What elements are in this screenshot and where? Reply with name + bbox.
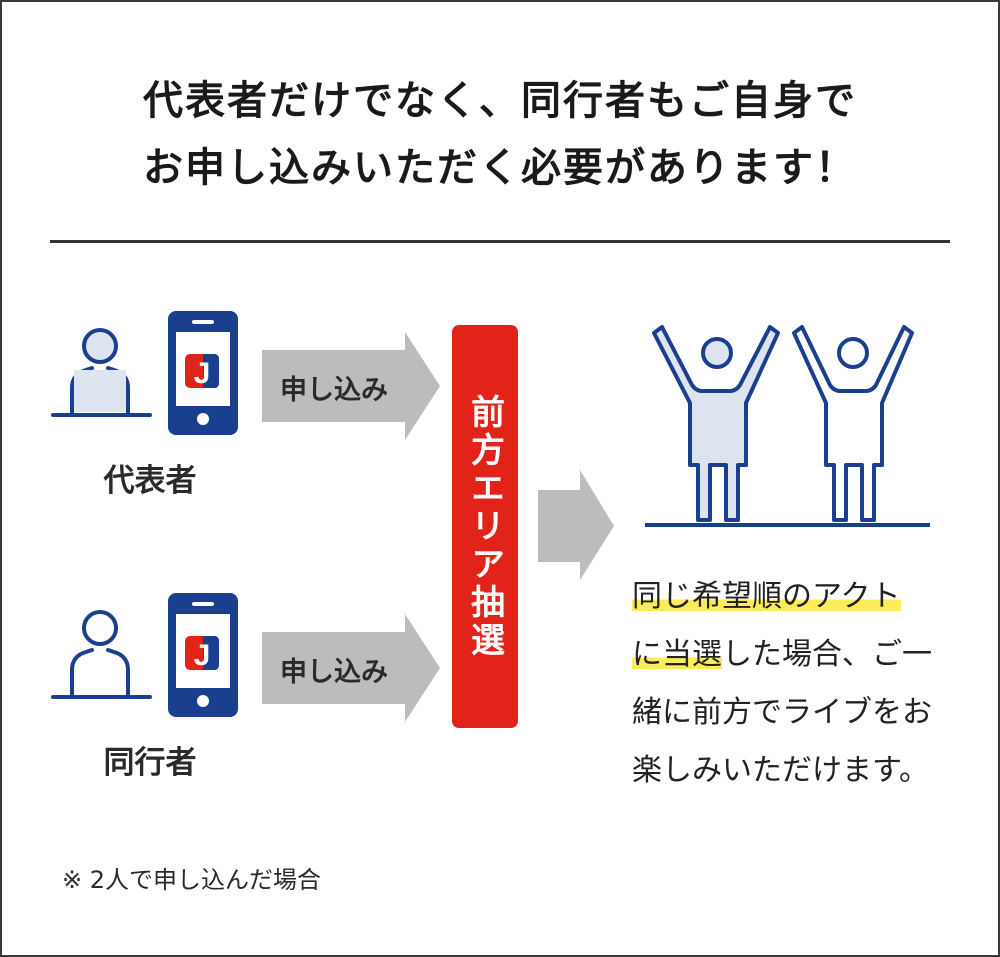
app-logo-j: J xyxy=(194,357,211,390)
app-logo-j: J xyxy=(194,639,211,672)
representative-label: 代表者 xyxy=(103,463,197,499)
result-description: 同じ希望順のアクト に当選した場合、ご一 緒に前方でライブをお 楽しみいただけま… xyxy=(632,568,962,800)
person-icon xyxy=(51,610,152,699)
arrow-right-icon xyxy=(262,332,440,440)
big-arrow-right-icon xyxy=(538,470,614,580)
arrow-right-icon xyxy=(262,614,440,722)
highlight-text-2: に当選 xyxy=(632,637,722,672)
description-text-4: 楽しみいただけます。 xyxy=(632,753,929,788)
headline-line-1: 代表者だけでなく、同行者もご自身で xyxy=(143,78,857,124)
footnote: ※ 2人で申し込んだ場合 xyxy=(62,866,322,894)
lottery-box: 前方エリア抽選 xyxy=(452,325,518,728)
apply-arrow-label: 申し込み xyxy=(280,657,388,688)
celebrating-people-icon xyxy=(645,325,930,527)
apply-arrow-label: 申し込み xyxy=(280,375,388,406)
companion-label: 同行者 xyxy=(103,745,197,781)
description-text-3: 緒に前方でライブをお xyxy=(632,695,932,730)
smartphone-icon: J xyxy=(168,593,238,717)
headline-line-2: お申し込みいただく必要があります！ xyxy=(143,145,857,191)
smartphone-icon: J xyxy=(168,311,238,435)
lottery-label: 前方エリア抽選 xyxy=(464,393,505,660)
divider xyxy=(50,240,950,243)
highlight-text-1: 同じ希望順のアクト xyxy=(632,579,901,614)
description-text-2: した場合、ご一 xyxy=(722,637,932,672)
person-icon xyxy=(51,328,152,417)
